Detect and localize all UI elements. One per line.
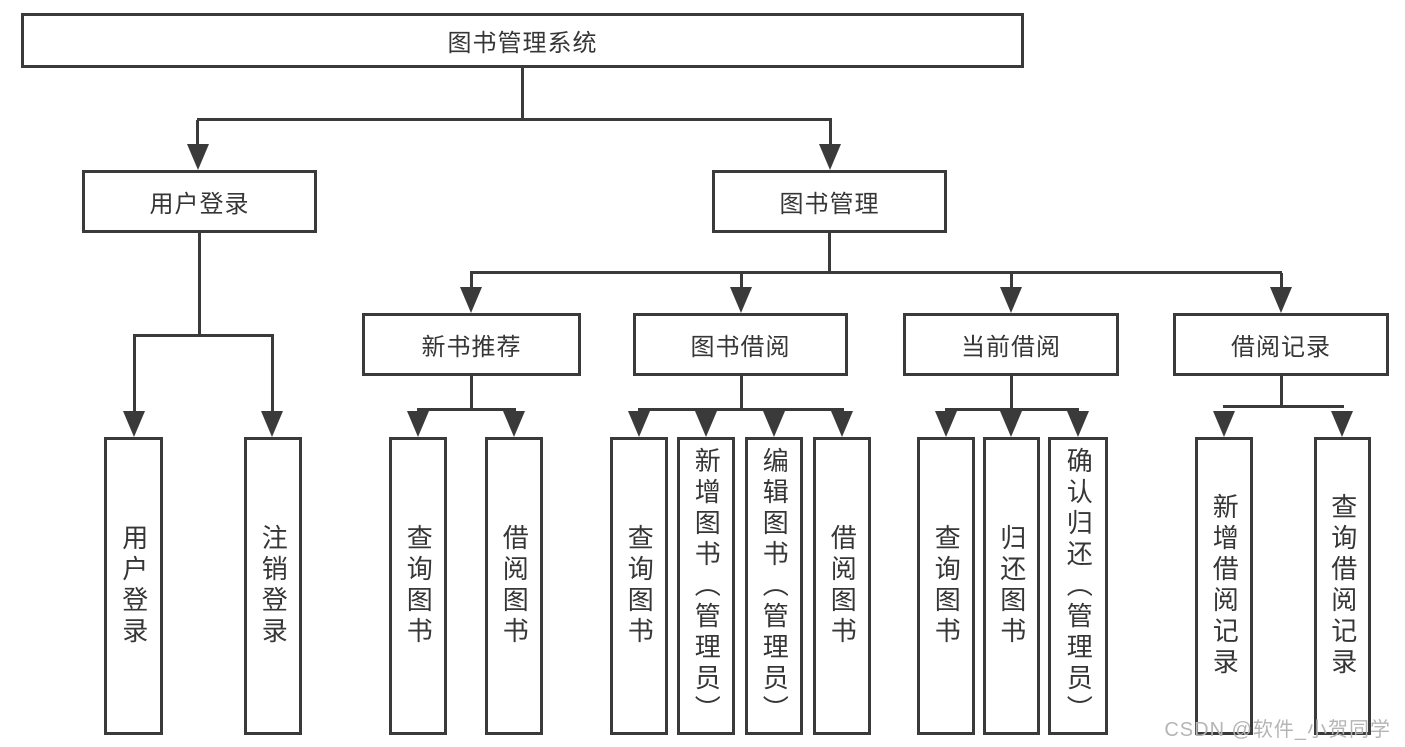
node-root-label: 图书管理系统 bbox=[447, 30, 598, 57]
node-root: 图书管理系统 bbox=[21, 13, 1024, 68]
node-label: 借阅记录 bbox=[1231, 334, 1331, 361]
connector-level2-stem bbox=[1280, 273, 1283, 291]
leaf-confirm-return-admin: 确认归还（管理员） bbox=[1048, 437, 1108, 735]
node-borrow-records: 借阅记录 bbox=[1173, 313, 1389, 376]
arrow-down-icon bbox=[460, 287, 482, 313]
leaf-edit-books-admin: 编辑图书（管理员） bbox=[745, 437, 803, 735]
connector-records-bar bbox=[1223, 405, 1344, 408]
leaf-add-borrow-record: 新增借阅记录 bbox=[1195, 437, 1253, 735]
arrow-down-icon bbox=[1270, 287, 1292, 313]
connector-leaf-stem bbox=[133, 336, 136, 414]
connector-manage-down bbox=[828, 233, 831, 273]
connector-newbooks-down bbox=[470, 376, 473, 410]
connector-current-bar bbox=[945, 408, 1079, 411]
arrow-down-icon bbox=[1213, 411, 1235, 437]
arrow-down-icon bbox=[503, 411, 525, 437]
leaf-label: 借阅图书 bbox=[499, 524, 530, 648]
connector-borrow-bar bbox=[638, 408, 844, 411]
leaf-borrow-books: 借阅图书 bbox=[813, 437, 871, 735]
leaf-query-books: 查询图书 bbox=[917, 437, 975, 735]
leaf-return-books: 归还图书 bbox=[983, 437, 1040, 735]
connector-borrow-down bbox=[740, 376, 743, 410]
arrow-down-icon bbox=[123, 411, 145, 437]
connector-login-down bbox=[198, 233, 201, 336]
node-label: 用户登录 bbox=[149, 191, 250, 218]
arrow-down-icon bbox=[819, 144, 841, 170]
node-current-borrow: 当前借阅 bbox=[903, 313, 1119, 376]
leaf-label: 编辑图书（管理员） bbox=[759, 446, 790, 726]
leaf-label: 查询图书 bbox=[624, 524, 655, 648]
leaf-query-books: 查询图书 bbox=[389, 437, 447, 735]
connector-leaf-stem bbox=[271, 336, 274, 414]
leaf-label: 借阅图书 bbox=[827, 524, 858, 648]
arrow-down-icon bbox=[763, 411, 785, 437]
leaf-label: 新增借阅记录 bbox=[1209, 493, 1240, 679]
leaf-label: 注销登录 bbox=[258, 524, 289, 648]
leaf-label: 查询借阅记录 bbox=[1327, 493, 1358, 679]
leaf-label: 确认归还（管理员） bbox=[1063, 446, 1094, 726]
connector-newbooks-bar bbox=[417, 408, 516, 411]
connector-level2-stem bbox=[1010, 273, 1013, 291]
leaf-label: 用户登录 bbox=[118, 524, 149, 648]
watermark: CSDN @软件_小贺同学 bbox=[1164, 719, 1391, 741]
connector-records-down bbox=[1280, 376, 1283, 407]
leaf-label: 查询图书 bbox=[931, 524, 962, 648]
arrow-down-icon bbox=[407, 411, 429, 437]
connector-login-stem bbox=[196, 120, 199, 152]
node-book-manage: 图书管理 bbox=[712, 170, 947, 233]
arrow-down-icon bbox=[935, 411, 957, 437]
node-new-books: 新书推荐 bbox=[362, 313, 581, 376]
connector-manage-stem bbox=[829, 120, 832, 152]
arrow-down-icon bbox=[695, 411, 717, 437]
leaf-label: 查询图书 bbox=[403, 524, 434, 648]
leaf-label: 新增图书（管理员） bbox=[691, 446, 722, 726]
connector-login-bar bbox=[133, 334, 274, 337]
arrow-down-icon bbox=[1000, 287, 1022, 313]
arrow-down-icon bbox=[1067, 411, 1089, 437]
connector-level2-stem bbox=[740, 273, 743, 291]
arrow-down-icon bbox=[628, 411, 650, 437]
node-user-login: 用户登录 bbox=[82, 170, 317, 233]
node-label: 图书借阅 bbox=[690, 334, 791, 361]
leaf-query-borrow-record: 查询借阅记录 bbox=[1314, 437, 1371, 735]
connector-root-stem bbox=[521, 68, 524, 120]
leaf-label: 归还图书 bbox=[996, 524, 1027, 648]
arrow-down-icon bbox=[261, 411, 283, 437]
node-book-borrow: 图书借阅 bbox=[633, 313, 848, 376]
node-label: 当前借阅 bbox=[961, 334, 1061, 361]
leaf-borrow-books: 借阅图书 bbox=[485, 437, 543, 735]
leaf-add-books-admin: 新增图书（管理员） bbox=[677, 437, 735, 735]
node-label: 新书推荐 bbox=[421, 334, 522, 361]
leaf-logout: 注销登录 bbox=[244, 437, 302, 735]
leaf-user-login: 用户登录 bbox=[104, 437, 163, 735]
arrow-down-icon bbox=[730, 287, 752, 313]
node-label: 图书管理 bbox=[779, 191, 880, 218]
arrow-down-icon bbox=[831, 411, 853, 437]
connector-level1-bar bbox=[197, 118, 832, 121]
connector-level2-bar bbox=[470, 271, 1282, 274]
leaf-query-books: 查询图书 bbox=[610, 437, 668, 735]
arrow-down-icon bbox=[1000, 411, 1022, 437]
arrow-down-icon bbox=[187, 144, 209, 170]
connector-level2-stem bbox=[470, 273, 473, 291]
arrow-down-icon bbox=[1331, 411, 1353, 437]
connector-current-down bbox=[1010, 376, 1013, 410]
